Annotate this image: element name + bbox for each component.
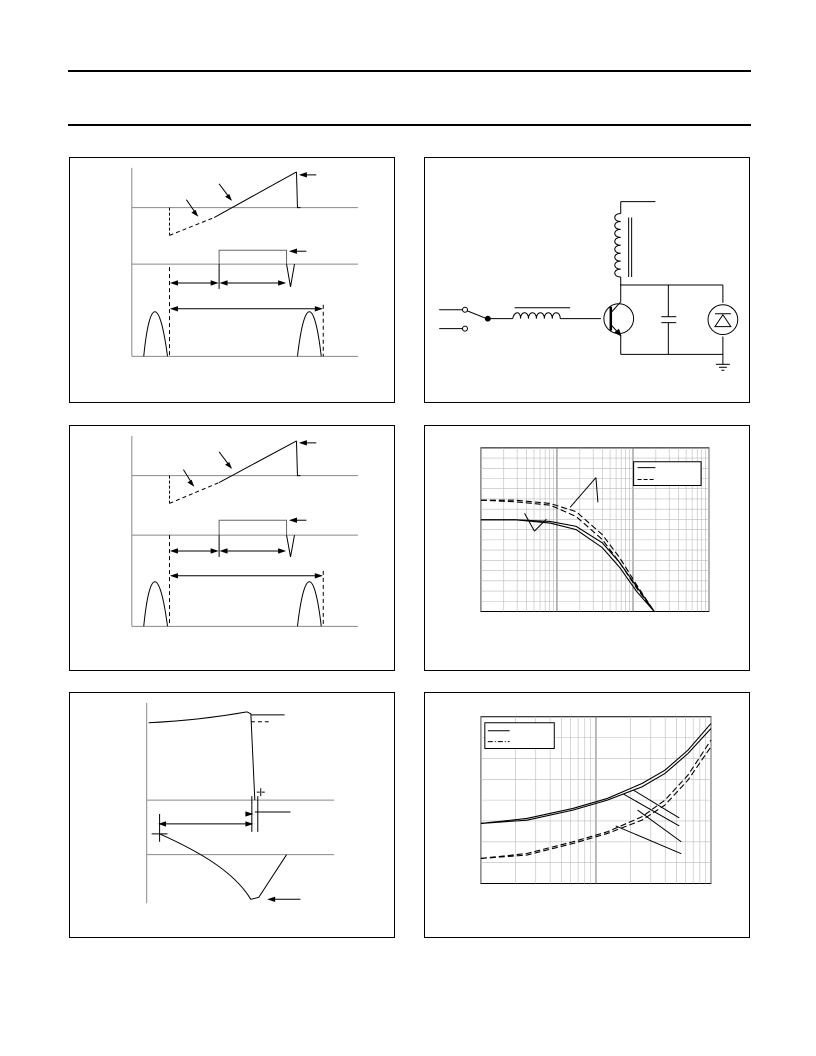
chart-mid-svg <box>425 426 749 670</box>
annotation-pointer <box>525 513 535 531</box>
header-rule-top <box>68 70 751 72</box>
arrowhead <box>315 307 321 311</box>
arrowhead <box>226 463 231 468</box>
ramp-solid <box>219 441 296 483</box>
series-line-4 <box>481 500 654 611</box>
collector-current-top <box>149 712 247 723</box>
chart-series <box>481 723 711 858</box>
waveform-top-drawing <box>70 158 394 402</box>
arrowhead <box>246 812 252 816</box>
flyback-pulse-1 <box>144 582 168 627</box>
deflection-coil <box>615 214 621 277</box>
arrowhead <box>171 307 177 311</box>
arrowhead <box>279 549 285 553</box>
arrowhead <box>171 574 177 578</box>
fig-switching-waveform <box>69 692 395 938</box>
switch-contact-upper <box>463 307 468 312</box>
arrowhead <box>226 195 231 200</box>
arrowhead <box>269 897 275 901</box>
diode-symbol <box>715 315 731 327</box>
flyback-pulse-2 <box>297 582 321 627</box>
arrowhead <box>300 173 306 177</box>
annotation-pointer <box>570 478 596 508</box>
ramp-solid <box>214 172 296 218</box>
emitter-arrow <box>615 330 621 336</box>
arrowhead <box>211 281 217 285</box>
chart-series <box>481 500 654 611</box>
arrowhead <box>221 281 227 285</box>
drive-pulse-undershoot <box>287 535 295 557</box>
arrowhead <box>221 549 227 553</box>
arrowhead <box>279 281 285 285</box>
drive-pulse <box>219 520 286 535</box>
chart-bottom-svg <box>425 693 749 937</box>
base-inductor <box>513 313 561 319</box>
fig-chart-bottom <box>424 692 750 938</box>
header-rule-bottom <box>68 124 751 126</box>
test-circuit-drawing <box>425 158 749 402</box>
diode-body <box>708 305 738 335</box>
chart-legend <box>634 462 701 486</box>
chart-legend <box>485 723 554 749</box>
fig-test-circuit <box>424 157 750 403</box>
arrowhead <box>300 441 306 445</box>
flyback-pulse-1 <box>144 312 168 357</box>
arrowhead <box>291 249 297 253</box>
arrowhead <box>160 822 166 826</box>
fig-waveform-mid <box>69 425 395 671</box>
arrowhead <box>171 281 177 285</box>
arrowhead <box>315 574 321 578</box>
base-current-reverse <box>160 834 287 899</box>
transistor-collector <box>612 302 621 312</box>
ramp-dashed <box>170 483 220 504</box>
series-line-3 <box>481 500 654 611</box>
annotation-pointer <box>596 478 598 503</box>
series-line-2 <box>481 520 654 612</box>
arrowhead <box>171 549 177 553</box>
arrowhead <box>192 211 197 216</box>
ramp-dashed <box>170 218 215 236</box>
annotation-pointer <box>616 826 681 854</box>
annotation-pointer <box>624 794 680 826</box>
annotation-pointer <box>638 810 682 842</box>
ramp-fall <box>296 441 300 476</box>
drive-pulse-undershoot <box>287 264 295 287</box>
arrowhead <box>246 822 252 826</box>
switch-blade <box>467 311 487 319</box>
series-line-1 <box>481 723 711 823</box>
ramp-fall <box>296 172 300 208</box>
arrowhead <box>211 549 217 553</box>
series-line-2 <box>481 729 711 824</box>
waveform-mid-drawing <box>70 426 394 670</box>
switch-contact-lower <box>463 326 468 331</box>
arrowhead <box>188 481 193 486</box>
flyback-pulse-2 <box>297 312 321 357</box>
annotation-pointer <box>634 790 680 818</box>
fig-chart-mid <box>424 425 750 671</box>
arrowhead <box>291 518 297 522</box>
fig-waveform-top <box>69 157 395 403</box>
series-line-1 <box>481 520 654 612</box>
switching-waveform-drawing <box>70 693 394 937</box>
series-line-3 <box>481 740 711 858</box>
annotation-pointer <box>534 519 546 531</box>
collector-current-fall <box>247 712 255 800</box>
drive-pulse <box>219 250 286 264</box>
series-line-4 <box>481 747 711 859</box>
